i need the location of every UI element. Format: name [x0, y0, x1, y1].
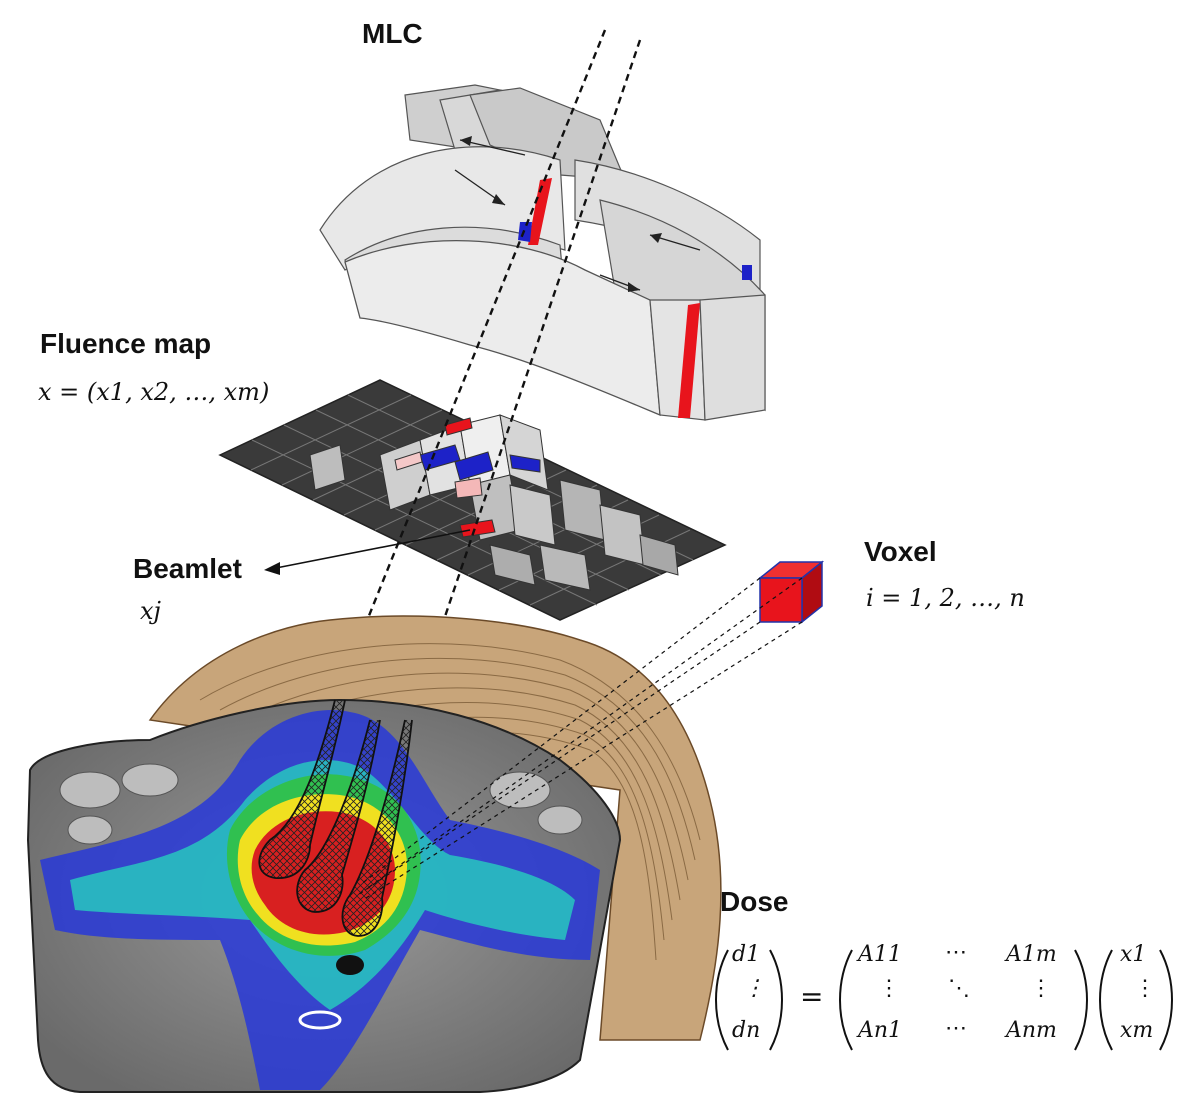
matrix-r1-dots: ⋯ [945, 940, 967, 965]
dose-lhs-mid: ⋮ [743, 976, 765, 1001]
dose-label: Dose [720, 886, 789, 917]
beam-lines [333, 29, 642, 721]
beamlet-symbol: xj [140, 597, 161, 625]
beamlet-arrow [264, 529, 471, 575]
dose-lhs-top: d1 [732, 942, 761, 967]
dose-equals: = [800, 980, 824, 1013]
fluence-map-label: Fluence map [40, 328, 212, 359]
mlc-label: MLC [362, 18, 423, 49]
dose-rhs-top: x1 [1120, 942, 1147, 967]
matrix-anm: Anm [1006, 1018, 1057, 1043]
fluence-formula: x = (x1, x2, …, xm) [38, 378, 270, 406]
matrix-r3-dots: ⋯ [945, 1016, 967, 1041]
voxel-cube [757, 560, 825, 624]
beamlet-label: Beamlet [133, 553, 242, 584]
voxel-projection-lines [357, 577, 803, 899]
matrix-an1: An1 [858, 1018, 903, 1043]
matrix-r2-left: ⋮ [878, 976, 900, 1001]
voxel-formula: i = 1, 2, …, n [866, 584, 1025, 612]
mlc-collimator [319, 84, 766, 421]
matrix-a11: A11 [858, 942, 902, 967]
beamlet-cones [258, 699, 413, 937]
matrix-r2-mid: ⋱ [948, 976, 970, 1001]
dose-lhs-bottom: dn [732, 1018, 761, 1043]
dose-rhs-bottom: xm [1120, 1018, 1154, 1043]
matrix-a1m: A1m [1006, 942, 1057, 967]
fluence-map [218, 379, 727, 621]
dose-rhs-mid: ⋮ [1134, 976, 1156, 1001]
matrix-r2-right: ⋮ [1030, 976, 1052, 1001]
dose-equation-brackets [715, 949, 1173, 1051]
voxel-label: Voxel [864, 536, 937, 567]
